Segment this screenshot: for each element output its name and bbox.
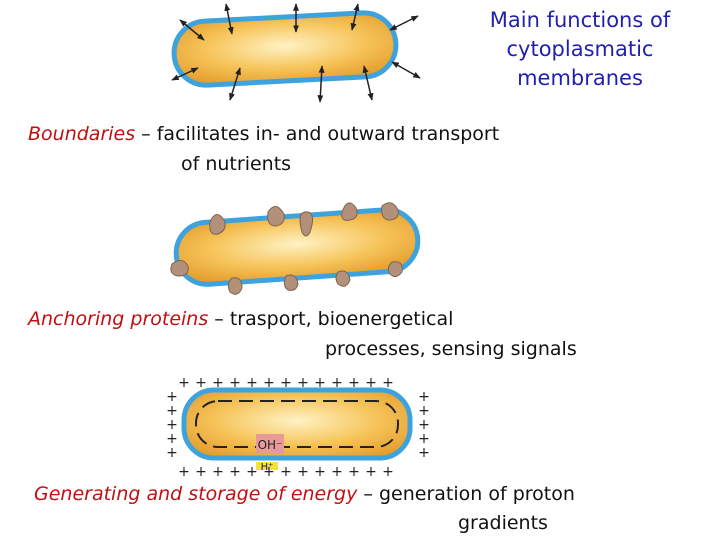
function-desc: trasport, bioenergetical bbox=[229, 308, 454, 330]
function-energy-desc-cont: gradients bbox=[458, 512, 548, 534]
function-desc: facilitates in- and outward transport bbox=[156, 123, 500, 145]
charge-sign: + bbox=[418, 417, 430, 433]
charge-sign: + bbox=[212, 464, 224, 480]
protein-blobs bbox=[170, 202, 403, 295]
charge-sign: + bbox=[418, 389, 430, 405]
function-term: Boundaries bbox=[28, 123, 136, 145]
function-dash: – bbox=[135, 123, 157, 145]
charge-sign: + bbox=[280, 464, 292, 480]
title-line-2: cytoplasmatic bbox=[506, 37, 654, 61]
function-boundaries: Boundaries – facilitates in- and outward… bbox=[28, 123, 499, 145]
function-dash: – bbox=[208, 308, 230, 330]
charge-sign: + bbox=[314, 375, 326, 391]
charge-sign: + bbox=[331, 464, 343, 480]
charge-sign: + bbox=[195, 375, 207, 391]
charge-sign: + bbox=[212, 375, 224, 391]
charge-sign: + bbox=[229, 375, 241, 391]
outer-charge-signs: ++++++++++++++++++++++++++++++++++++ bbox=[166, 375, 430, 480]
function-term: Generating and storage of energy bbox=[34, 483, 358, 505]
charge-sign: + bbox=[331, 375, 343, 391]
function-desc: generation of proton bbox=[378, 483, 575, 505]
cell-anchoring-proteins bbox=[170, 202, 421, 295]
function-boundaries-desc-cont: of nutrients bbox=[181, 153, 292, 175]
charge-sign: + bbox=[348, 464, 360, 480]
h-box bbox=[256, 462, 278, 470]
title-line-3: membranes bbox=[517, 66, 643, 90]
charge-sign: + bbox=[297, 464, 309, 480]
oh-box bbox=[256, 434, 284, 454]
charge-sign: + bbox=[314, 464, 326, 480]
cell-boundaries bbox=[171, 3, 421, 103]
charge-sign: + bbox=[365, 464, 377, 480]
charge-sign: + bbox=[263, 464, 275, 480]
charge-sign: + bbox=[280, 375, 292, 391]
charge-sign: + bbox=[166, 389, 178, 405]
charge-sign: + bbox=[365, 375, 377, 391]
charge-sign: + bbox=[418, 431, 430, 447]
charge-sign: + bbox=[166, 431, 178, 447]
charge-sign: + bbox=[246, 464, 258, 480]
charge-sign: + bbox=[246, 375, 258, 391]
function-dash: – bbox=[357, 483, 379, 505]
charge-sign: + bbox=[166, 417, 178, 433]
charge-sign: + bbox=[382, 375, 394, 391]
page-title: Main functions of cytoplasmatic membrane… bbox=[440, 6, 720, 93]
transport-arrows bbox=[171, 3, 421, 103]
charge-sign: + bbox=[195, 464, 207, 480]
function-term: Anchoring proteins bbox=[28, 308, 209, 330]
charge-sign: + bbox=[297, 375, 309, 391]
oh-label: OH⁻ bbox=[258, 438, 283, 452]
charge-sign: + bbox=[418, 445, 430, 461]
charge-sign: + bbox=[178, 464, 190, 480]
charge-sign: + bbox=[263, 375, 275, 391]
charge-sign: + bbox=[348, 375, 360, 391]
charge-sign: + bbox=[166, 445, 178, 461]
title-line-1: Main functions of bbox=[489, 8, 671, 32]
function-energy: Generating and storage of energy – gener… bbox=[34, 483, 575, 505]
h-label: H⁺ bbox=[261, 462, 274, 473]
charge-sign: + bbox=[229, 464, 241, 480]
charge-sign: + bbox=[166, 403, 178, 419]
cell-proton-gradient: OH⁻ H⁺ +++++++++++++++++++++++++++++++++… bbox=[166, 375, 430, 480]
charge-sign: + bbox=[382, 464, 394, 480]
charge-sign: + bbox=[418, 403, 430, 419]
function-anchoring-desc-cont: processes, sensing signals bbox=[325, 338, 577, 360]
function-anchoring: Anchoring proteins – trasport, bioenerge… bbox=[28, 308, 453, 330]
charge-sign: + bbox=[178, 375, 190, 391]
